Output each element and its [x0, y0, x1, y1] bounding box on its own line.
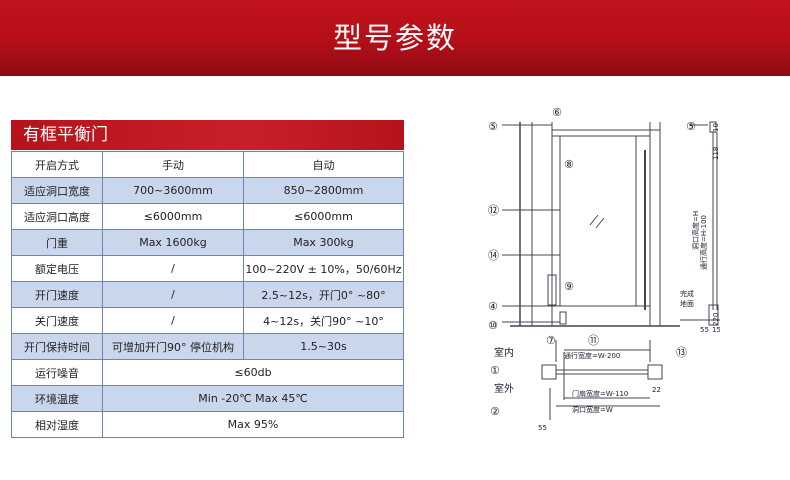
table-row: 适应洞口高度≤6000mm≤6000mm	[11, 203, 404, 230]
row-label: 门重	[11, 229, 103, 256]
marker-13: ⑬	[676, 346, 687, 359]
side-section	[680, 121, 720, 326]
marker-12: ⑫	[488, 204, 499, 217]
dim-55: 55	[700, 326, 709, 334]
section-header: 有框平衡门	[11, 120, 404, 150]
row-label: 相对湿度	[11, 411, 103, 438]
auto-value: 850~2800mm	[243, 177, 404, 204]
plan-view	[541, 340, 663, 420]
row-label: 开启方式	[11, 151, 103, 178]
auto-value: 2.5~12s，开门0° ~80°	[243, 281, 404, 308]
marker-2: ②	[490, 405, 500, 418]
page-title: 型号参数	[332, 21, 457, 55]
table-row: 运行噪音≤60db	[11, 359, 404, 386]
auto-value: ≤6000mm	[243, 203, 404, 230]
auto-value: Max 300kg	[243, 229, 404, 256]
marker-9: ⑨	[564, 280, 574, 293]
row-label: 环境温度	[11, 385, 103, 412]
manual-value: /	[102, 307, 244, 334]
manual-value: /	[102, 281, 244, 308]
dim-10: 10	[712, 123, 720, 132]
auto-value: 1.5~30s	[243, 333, 404, 360]
section-title: 有框平衡门	[23, 125, 108, 145]
table-row: 开启方式手动自动	[11, 151, 404, 178]
door-drawing: ⑤ ⑥ ⑧ ⑫ ⑭ ④ ⑩ ⑨ ⑦ ⑪ ⑤ ① ② ⑬ 室内 室外 完成 地面 …	[488, 106, 720, 432]
manual-value: 700~3600mm	[102, 177, 244, 204]
dim-22: 22	[652, 386, 661, 394]
marker-11: ⑪	[588, 334, 599, 347]
leaf-width: 门扇宽度=W-110	[572, 389, 628, 398]
row-label: 适应洞口宽度	[11, 177, 103, 204]
row-label: 关门速度	[11, 307, 103, 334]
outdoor-label: 室外	[494, 382, 514, 395]
marker-5-left: ⑤	[488, 120, 498, 133]
dim-15: 15	[712, 326, 720, 334]
marker-6: ⑥	[552, 106, 562, 119]
marker-1: ①	[490, 364, 500, 377]
hole-height: 洞口高度=H	[691, 211, 700, 250]
front-elevation	[502, 122, 680, 327]
manual-value: ≤6000mm	[102, 203, 244, 230]
manual-value: 可增加开门90° 停位机构	[102, 333, 244, 360]
table-row: 关门速度/4~12s，关门90° ~10°	[11, 307, 404, 334]
dim-55b: 55	[538, 424, 547, 432]
table-row: 额定电压/100~220V ± 10%，50/60Hz	[11, 255, 404, 282]
finished-label: 完成	[680, 289, 694, 298]
marker-4: ④	[488, 300, 498, 313]
auto-value: 100~220V ± 10%，50/60Hz	[243, 255, 404, 282]
row-label: 开门速度	[11, 281, 103, 308]
row-label: 开门保持时间	[11, 333, 103, 360]
floor-label: 地面	[680, 299, 694, 308]
row-label: 额定电压	[11, 255, 103, 282]
title-banner	[0, 0, 790, 76]
manual-value: /	[102, 255, 244, 282]
hole-width: 洞口宽度=W	[572, 405, 613, 414]
manual-value: 手动	[102, 151, 244, 178]
auto-value: 4~12s，关门90° ~10°	[243, 307, 404, 334]
row-value: Max 95%	[102, 411, 404, 438]
auto-value: 自动	[243, 151, 404, 178]
marker-8: ⑧	[564, 158, 574, 171]
table-row: 开门速度/2.5~12s，开门0° ~80°	[11, 281, 404, 308]
marker-7: ⑦	[546, 334, 556, 347]
indoor-label: 室内	[494, 346, 514, 359]
marker-5-right: ⑤	[686, 120, 696, 133]
marker-10: ⑩	[488, 319, 498, 332]
manual-value: Max 1600kg	[102, 229, 244, 256]
pass-width: 通行宽度=W-200	[564, 351, 620, 360]
row-label: 运行噪音	[11, 359, 103, 386]
row-label: 适应洞口高度	[11, 203, 103, 230]
marker-14: ⑭	[488, 249, 499, 262]
row-value: Min -20℃ Max 45℃	[102, 385, 404, 412]
row-value: ≤60db	[102, 359, 404, 386]
dim-118: 118	[712, 147, 720, 160]
dim-220: 220	[712, 313, 720, 326]
clear-height: 通行高度=H-100	[699, 215, 708, 270]
